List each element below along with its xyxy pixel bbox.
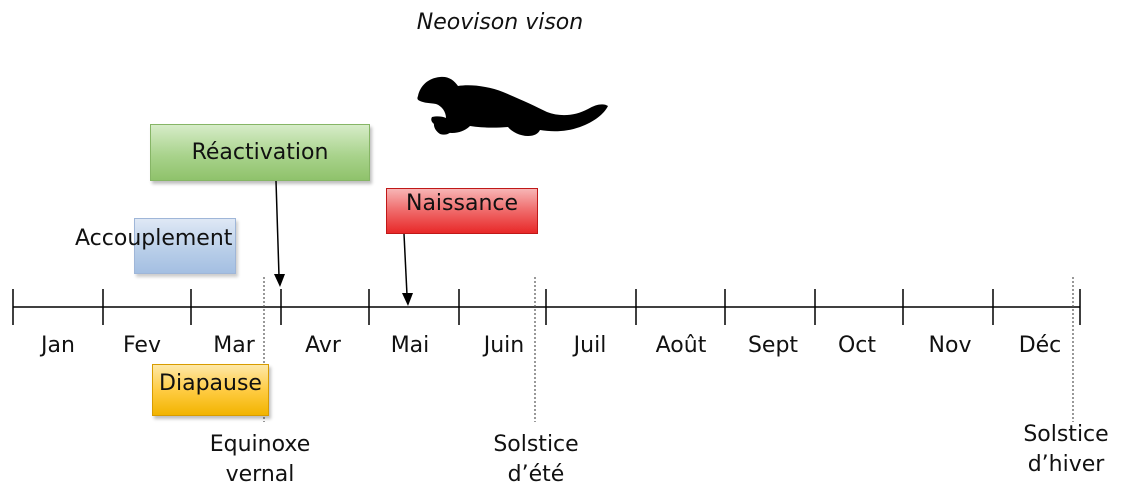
month-label-dec: Déc [1018,333,1062,358]
equinox-label-line2: vernal [225,462,295,487]
naissance-box: Naissance [386,188,538,234]
month-label-oct: Oct [837,333,877,358]
mink-silhouette-icon [417,76,608,136]
accouplement-label: Accouplement [75,226,233,251]
summer-solstice-label: Solstice d’été [466,430,606,490]
winter-solstice-label-line2: d’hiver [1027,452,1105,477]
month-label-jan: Jan [41,333,75,358]
equinox-label: Equinoxe vernal [190,430,330,490]
summer-solstice-label-line1: Solstice [493,432,579,457]
summer-solstice-label-line2: d’été [507,462,565,487]
naissance-arrow [402,233,413,306]
month-label-juin: Juin [483,333,525,358]
month-label-avr: Avr [305,333,341,358]
month-label-sept: Sept [747,333,799,358]
reactivation-label: Réactivation [191,140,329,165]
month-label-juil: Juil [573,333,607,358]
naissance-label: Naissance [405,191,519,216]
winter-solstice-label: Solstice d’hiver [1010,420,1122,480]
reactivation-arrow [274,180,285,287]
month-label-nov: Nov [928,333,972,358]
diagram-title: Neovison vison [416,10,584,35]
month-ticks [12,289,1081,325]
month-label-mai: Mai [390,333,430,358]
month-label-aout: Août [655,333,707,358]
winter-solstice-label-line1: Solstice [1023,422,1109,447]
accouplement-box [134,218,236,274]
diapause-box: Diapause [152,364,269,416]
reactivation-box: Réactivation [150,124,370,181]
equinox-label-line1: Equinoxe [209,432,311,457]
month-label-fev: Fev [122,333,161,358]
month-label-mar: Mar [213,333,255,358]
diapause-label: Diapause [159,371,262,396]
